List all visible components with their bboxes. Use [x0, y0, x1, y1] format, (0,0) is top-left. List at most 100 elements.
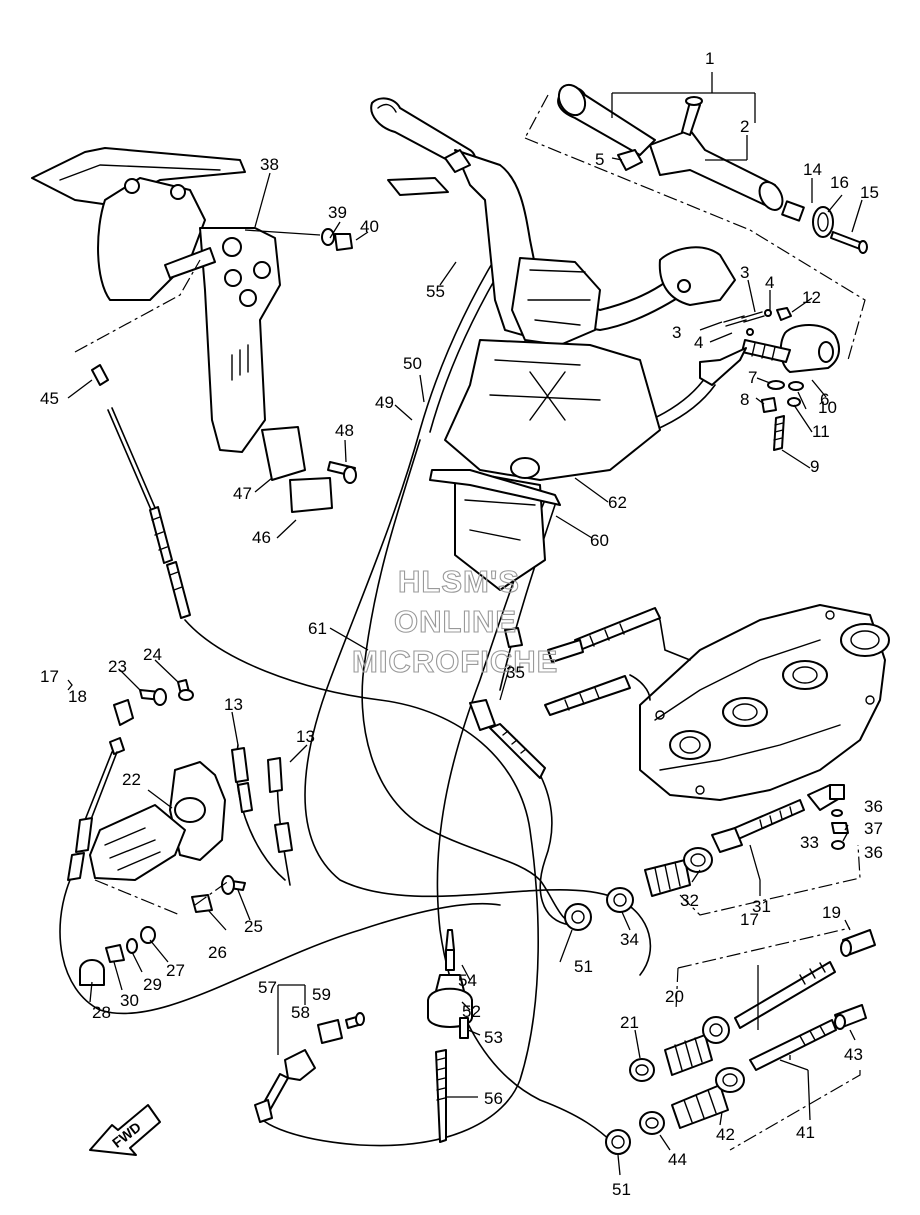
sensor-connector-57: [254, 1099, 273, 1123]
cable-fitting-45: [166, 561, 191, 619]
cable-end-45: [91, 364, 109, 386]
callout-23: 23: [108, 657, 127, 676]
cable-bracket-47: [261, 426, 306, 481]
reverse-mechanism: [67, 679, 246, 986]
callout-31: 31: [752, 897, 771, 916]
cable-end-35: [469, 699, 496, 731]
callout-17b: 17: [740, 910, 759, 929]
callout-40: 40: [360, 217, 379, 236]
lever-shaft: [164, 247, 216, 279]
callout-14: 14: [803, 160, 822, 179]
washer-10: [788, 381, 804, 391]
callout-labels: 1 2 3 3 4 4 5 6 7 8 9 10 11 12 13 13 14 …: [40, 49, 883, 1199]
callout-37: 37: [864, 819, 883, 838]
callout-20: 20: [665, 987, 684, 1006]
grommet-16: [812, 206, 834, 238]
grommet-51a: [564, 903, 592, 931]
washer-36b: [831, 840, 845, 850]
reverse-cable-end: [109, 737, 125, 755]
carburetor-assembly: [629, 604, 890, 801]
callout-22: 22: [122, 770, 141, 789]
callout-54: 54: [458, 971, 477, 990]
callout-17a: 17: [40, 667, 59, 686]
sensor-assembly: [254, 984, 365, 1123]
cover-58: [317, 1019, 343, 1044]
throttle-screw: [681, 101, 701, 136]
washer-7: [767, 380, 785, 390]
sensor-body-57: [284, 1049, 316, 1081]
nut-30: [105, 944, 125, 963]
leader-lines: [67, 72, 863, 1176]
callout-33: 33: [800, 833, 819, 852]
grommet-51b: [605, 1129, 631, 1155]
callout-43: 43: [844, 1045, 863, 1064]
cam-18: [113, 699, 134, 726]
callout-2: 2: [740, 117, 749, 136]
callout-34: 34: [620, 930, 639, 949]
lever-left: [387, 177, 449, 196]
reverse-cable-adjuster: [75, 817, 93, 853]
nut-12: [776, 307, 792, 321]
plate-22: [89, 804, 186, 881]
callout-21: 21: [620, 1013, 639, 1032]
reverse-lever-assembly: [31, 147, 357, 513]
callout-53: 53: [484, 1028, 503, 1047]
callout-59: 59: [312, 985, 331, 1004]
lever-arm-38: [199, 227, 281, 453]
callout-36a: 36: [864, 797, 883, 816]
fwd-arrow-group: FWD: [89, 1104, 161, 1156]
cable-tie-56: [435, 1049, 447, 1143]
cable-45: [91, 364, 191, 619]
callout-3b: 3: [672, 323, 681, 342]
callout-15: 15: [860, 183, 879, 202]
reverse-cable-fitting: [67, 852, 85, 881]
callout-45: 45: [40, 389, 59, 408]
washer-29: [126, 938, 138, 954]
lower-cable-ends: [605, 927, 876, 1155]
steering-column: [429, 257, 661, 591]
shift-cable-2: [499, 504, 556, 691]
cable-adjuster-45: [149, 506, 173, 564]
grommet-11: [787, 397, 801, 407]
callout-57: 57: [258, 978, 277, 997]
nut-21: [629, 1058, 655, 1082]
clip-5: [617, 149, 643, 171]
callout-55: 55: [426, 282, 445, 301]
callout-13a: 13: [224, 695, 243, 714]
callout-49: 49: [375, 393, 394, 412]
callout-52: 52: [462, 1002, 481, 1021]
callout-58: 58: [291, 1003, 310, 1022]
callout-4a: 4: [765, 273, 774, 292]
bolt-15: [830, 231, 863, 250]
callout-6: 6: [820, 390, 829, 409]
washer-27: [140, 926, 156, 944]
steering-column-lower: [454, 469, 546, 591]
callout-3a: 3: [740, 263, 749, 282]
throttle-boot-31: [711, 827, 743, 853]
callout-62: 62: [608, 493, 627, 512]
ball-4b: [746, 328, 754, 336]
rod-17: [734, 961, 836, 1029]
callout-41: 41: [796, 1123, 815, 1142]
callout-30: 30: [120, 991, 139, 1010]
callout-26: 26: [208, 943, 227, 962]
cable-rod-35: [489, 723, 546, 779]
shift-cable: [436, 499, 616, 1146]
ball-4a: [764, 309, 772, 317]
callout-9: 9: [810, 457, 819, 476]
callout-46: 46: [252, 528, 271, 547]
sleeve-cable: [699, 347, 747, 386]
grip-clamp: [444, 149, 471, 173]
callout-32: 32: [680, 891, 699, 910]
callout-7: 7: [748, 368, 757, 387]
callout-50: 50: [403, 354, 422, 373]
steering-column-body: [444, 339, 661, 481]
callout-18: 18: [68, 687, 87, 706]
collar-14: [781, 200, 805, 222]
callout-36b: 36: [864, 843, 883, 862]
callout-42: 42: [716, 1125, 735, 1144]
washer-39: [321, 228, 335, 246]
callout-24: 24: [143, 645, 162, 664]
